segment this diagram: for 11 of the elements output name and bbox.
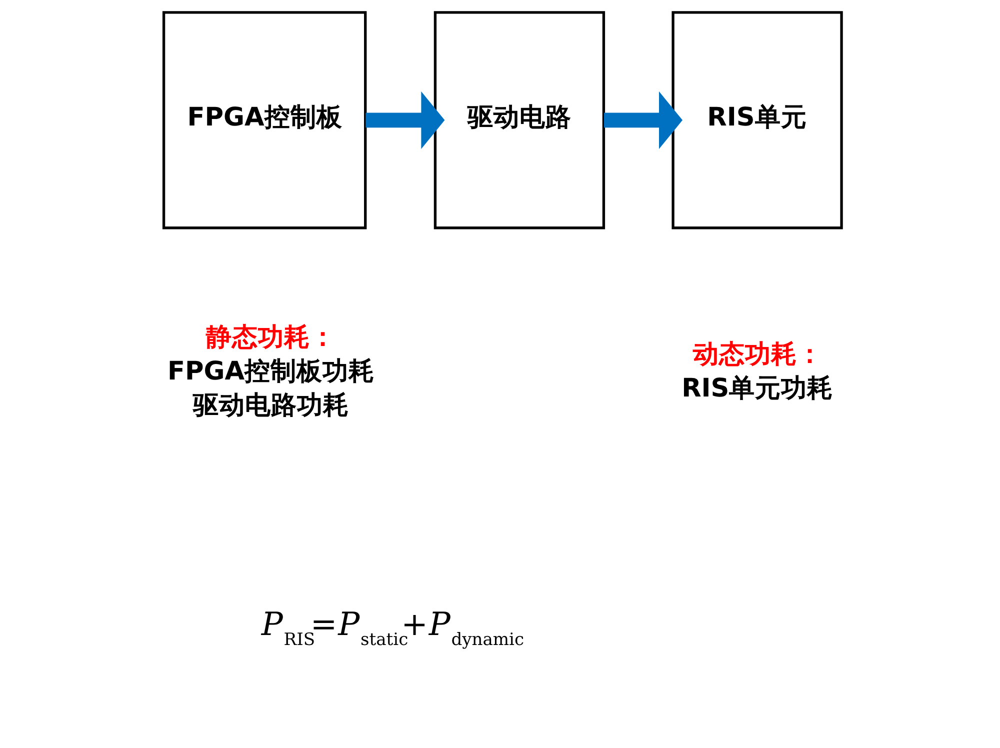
node-box: FPGA控制板 [162, 11, 367, 230]
node-box: RIS单元 [672, 11, 843, 230]
label: RIS单元功耗 [682, 374, 834, 404]
label: 驱动电路功耗 [193, 390, 350, 421]
label: 静态功耗： [206, 322, 336, 352]
label: P$_{RIS}$=P$_{static}$+P$_{dynamic}$ [261, 604, 524, 650]
label: FPGA控制板功耗 [168, 356, 375, 387]
arrow [366, 91, 445, 149]
arrow [604, 91, 682, 149]
label: 动态功耗： [692, 339, 823, 370]
node-box: 驱动电路 [434, 11, 606, 230]
